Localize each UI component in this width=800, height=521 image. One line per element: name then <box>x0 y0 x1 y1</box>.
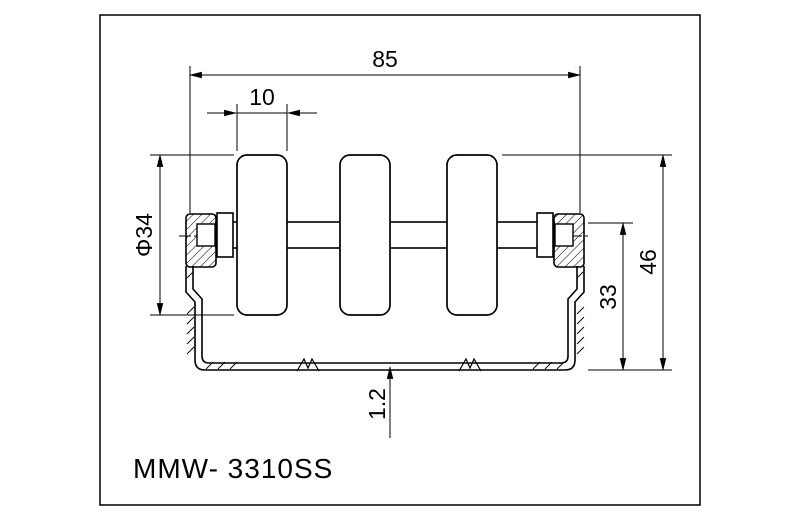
dim-text-roller-diameter: Φ34 <box>131 213 157 257</box>
bearing-right <box>536 212 554 258</box>
rail-outer-contour <box>185 266 585 371</box>
section-hatch-marks <box>186 271 585 370</box>
dim-text-rail-inner-height: 33 <box>595 284 621 310</box>
dim-text-overall-width: 85 <box>372 46 398 72</box>
rail-notch-left <box>296 357 320 372</box>
dimension-roller-diameter <box>150 153 234 317</box>
roller-3 <box>446 154 498 316</box>
dim-text-overall-height: 46 <box>635 249 661 275</box>
rail-inner-contour <box>192 266 578 364</box>
dimension-roller-width <box>207 104 317 151</box>
rail-profile <box>185 266 585 372</box>
rollers <box>236 154 498 316</box>
rail-notch-right <box>458 357 482 372</box>
dimension-overall-width <box>188 66 582 213</box>
roller-1 <box>236 154 288 316</box>
dim-text-wall-thickness: 1.2 <box>364 388 390 420</box>
shaft-end-right <box>554 223 574 247</box>
shaft-end-left <box>196 223 216 247</box>
roller-2 <box>339 154 391 316</box>
dimension-rail-inner-height <box>588 221 633 372</box>
bearing-left <box>216 212 234 258</box>
dim-text-roller-width: 10 <box>249 84 275 110</box>
part-label: MMW- 3310SS <box>133 453 333 484</box>
dimension-overall-height <box>502 153 672 372</box>
